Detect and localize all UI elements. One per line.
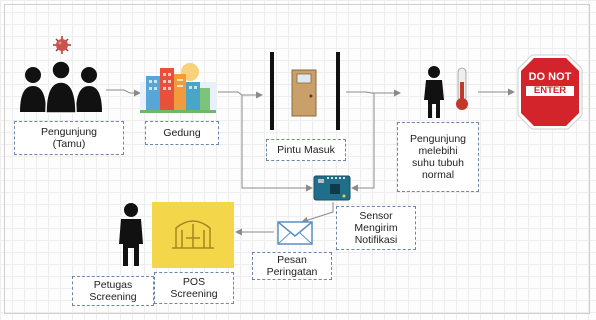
stop-sign-icon [517, 54, 583, 130]
fever-visitor-label: Pengunjung melebihi suhu tubuh normal [397, 122, 479, 192]
building-label: Gedung [145, 121, 219, 145]
building-icon [140, 63, 216, 113]
thermometer-icon [456, 67, 468, 110]
officer-icon [119, 203, 143, 266]
door-label: Pintu Masuk [266, 139, 346, 161]
connectors [106, 88, 515, 236]
arrow-fever-to-sensor [351, 93, 375, 192]
message-label: Pesan Peringatan [252, 252, 332, 280]
diagram-frame [4, 4, 590, 314]
arrow-building-to-sensor [241, 95, 313, 192]
stop-sign-text-top: DO NOT [528, 71, 572, 83]
officer-label: Petugas Screening [72, 276, 154, 306]
virus-icon [53, 36, 71, 54]
sensor-board-icon [313, 175, 351, 201]
arrow-visitor-to-building [106, 89, 141, 97]
sensor-label: Sensor Mengirim Notifikasi [336, 206, 416, 250]
door-icon [270, 52, 340, 130]
stop-sign-text-bottom: ENTER [533, 85, 567, 96]
arrow-door-to-fever-visitor [346, 89, 401, 97]
person-icon [424, 66, 444, 118]
visitor-group-icon [20, 60, 102, 114]
arrow-sensor-to-message [301, 202, 334, 224]
arrow-building-to-door [218, 91, 263, 99]
visitor-label: Pengunjung (Tamu) [14, 121, 124, 155]
pos-screening-icon [152, 202, 234, 268]
pos-screening-label: POS Screening [154, 272, 234, 304]
envelope-icon [277, 221, 313, 245]
